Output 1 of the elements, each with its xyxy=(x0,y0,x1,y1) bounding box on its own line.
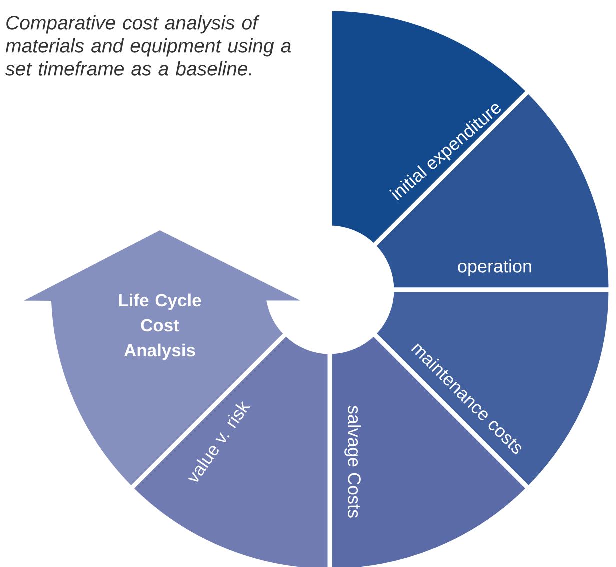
caption-text: Comparative cost analysis of materials and equipment using a set timeframe as a baseline. xyxy=(6,16,291,76)
